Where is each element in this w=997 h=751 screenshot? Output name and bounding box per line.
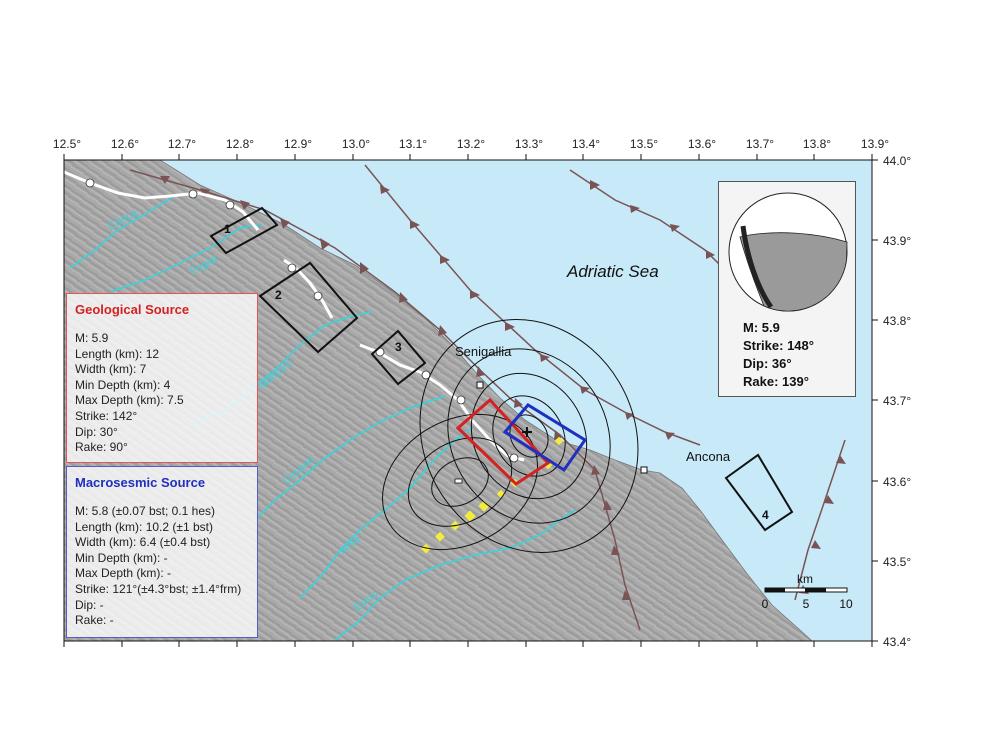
beachball-icon — [728, 192, 848, 312]
focal-mechanism-row: Dip: 36° — [743, 356, 792, 371]
focal-mechanism-row: M: 5.9 — [743, 320, 780, 335]
x-tick-label: 13.6° — [688, 137, 716, 151]
x-tick-label: 13.0° — [342, 137, 370, 151]
geological-source-row: M: 5.9 — [75, 331, 109, 345]
macroseismic-source-row: Length (km): 10.2 (±1 bst) — [75, 519, 213, 534]
fault-box-number: 1 — [224, 222, 231, 236]
focal-mechanism-values: M: 5.9 Strike: 148° Dip: 36° Rake: 139° — [743, 319, 814, 391]
fault-box-1 — [209, 206, 279, 255]
scale-unit-label: km — [797, 572, 813, 586]
geological-source-row: Min Depth (km): 4 — [75, 377, 171, 392]
scale-tick-label: 0 — [762, 597, 769, 611]
focal-mechanism-row: Rake: 139° — [743, 374, 809, 389]
macroseismic-source-row: Min Depth (km): - — [75, 550, 168, 565]
geological-source-row: Rake: 90° — [75, 440, 128, 455]
geological-source-rect — [455, 397, 551, 486]
y-tick-label: 43.6° — [883, 475, 911, 489]
x-tick-label: 12.6° — [111, 137, 139, 151]
x-tick-label: 12.7° — [168, 137, 196, 151]
x-axis-labels: 12.5° 12.6° 12.7° 12.8° 12.9° 13.0° 13.1… — [53, 137, 889, 151]
river-foglia — [109, 223, 263, 293]
fault-box-number: 3 — [395, 340, 402, 354]
scale-tick-label: 5 — [803, 597, 810, 611]
focal-mechanism-panel: M: 5.9 Strike: 148° Dip: 36° Rake: 139° — [718, 181, 856, 397]
fault-box-2 — [258, 261, 359, 354]
contour-minimum-marker — [454, 478, 463, 484]
city-label-senigallia: Senigallia — [455, 344, 512, 359]
macroseismic-source-row: Max Depth (km): - — [75, 566, 172, 581]
x-tick-label: 13.8° — [803, 137, 831, 151]
axis-ticks — [63, 154, 878, 647]
river-misa — [299, 427, 473, 599]
thrust-offshore-3 — [794, 439, 846, 601]
senigallia-marker-icon — [476, 381, 484, 389]
fault-box-3 — [370, 329, 427, 386]
macroseismic-source-row: Dip: - — [75, 597, 104, 612]
scale-tick-label: 10 — [839, 597, 853, 611]
geological-source-row: Max Depth (km): 7.5 — [75, 393, 184, 408]
fault-box-numbers: 1 2 3 4 — [224, 222, 769, 522]
y-tick-label: 43.4° — [883, 635, 911, 649]
x-tick-label: 13.7° — [746, 137, 774, 151]
y-tick-label: 43.9° — [883, 234, 911, 248]
x-tick-label: 13.5° — [630, 137, 658, 151]
geological-source-panel: Geological Source M: 5.9 Length (km): 12… — [66, 293, 258, 463]
ancona-marker-icon — [640, 466, 648, 474]
macroseismic-source-rect — [502, 403, 588, 473]
macroseismic-source-title: Macrosesmic Source — [75, 475, 206, 490]
fault-box-4 — [724, 453, 794, 532]
x-tick-label: 13.1° — [399, 137, 427, 151]
macroseismic-source-row: Width (km): 6.4 (±0.4 bst) — [75, 535, 211, 550]
thrust-teeth — [160, 176, 846, 600]
x-tick-label: 12.5° — [53, 137, 81, 151]
fault-boxes — [209, 206, 794, 532]
rivers — [69, 195, 576, 641]
macroseismic-source-row: Rake: - — [75, 613, 114, 628]
thrust-offshore-2 — [569, 169, 731, 276]
focal-mechanism-row: Strike: 148° — [743, 338, 814, 353]
epicenter-icon — [522, 427, 532, 437]
thrust-offshore-1 — [364, 164, 701, 446]
macroseismic-source-row: M: 5.8 (±0.07 bst; 0.1 hes) — [75, 504, 215, 518]
x-tick-label: 13.3° — [515, 137, 543, 151]
y-tick-label: 43.7° — [883, 394, 911, 408]
geological-source-row: Strike: 142° — [75, 408, 138, 423]
geological-source-row: Dip: 30° — [75, 424, 118, 439]
x-tick-label: 12.9° — [284, 137, 312, 151]
y-axis-labels: 44.0° 43.9° 43.8° 43.7° 43.6° 43.5° 43.4… — [883, 154, 911, 649]
city-label-ancona: Ancona — [686, 449, 731, 464]
x-tick-label: 13.9° — [861, 137, 889, 151]
river-esino — [334, 509, 576, 641]
y-tick-label: 43.5° — [883, 555, 911, 569]
geological-source-title: Geological Source — [75, 302, 190, 317]
scale-bar-labels: km 0 5 10 — [762, 572, 853, 611]
x-tick-label: 13.2° — [457, 137, 485, 151]
x-tick-label: 12.8° — [226, 137, 254, 151]
y-tick-label: 43.8° — [883, 314, 911, 328]
scale-bar — [764, 587, 848, 593]
x-tick-label: 13.4° — [572, 137, 600, 151]
geological-source-row: Length (km): 12 — [75, 346, 160, 361]
fault-box-number: 2 — [275, 288, 282, 302]
geological-source-row: Width (km): 7 — [75, 362, 147, 377]
fault-box-number: 4 — [762, 508, 769, 522]
macroseismic-source-panel: Macrosesmic Source M: 5.8 (±0.07 bst; 0.… — [66, 466, 258, 638]
river-conca — [69, 195, 176, 269]
y-tick-label: 44.0° — [883, 154, 911, 168]
macroseismic-source-row: Strike: 121°(±4.3°bst; ±1.4°frm) — [75, 581, 242, 596]
sea-label: Adriatic Sea — [567, 262, 659, 281]
river-cesano — [254, 395, 446, 521]
